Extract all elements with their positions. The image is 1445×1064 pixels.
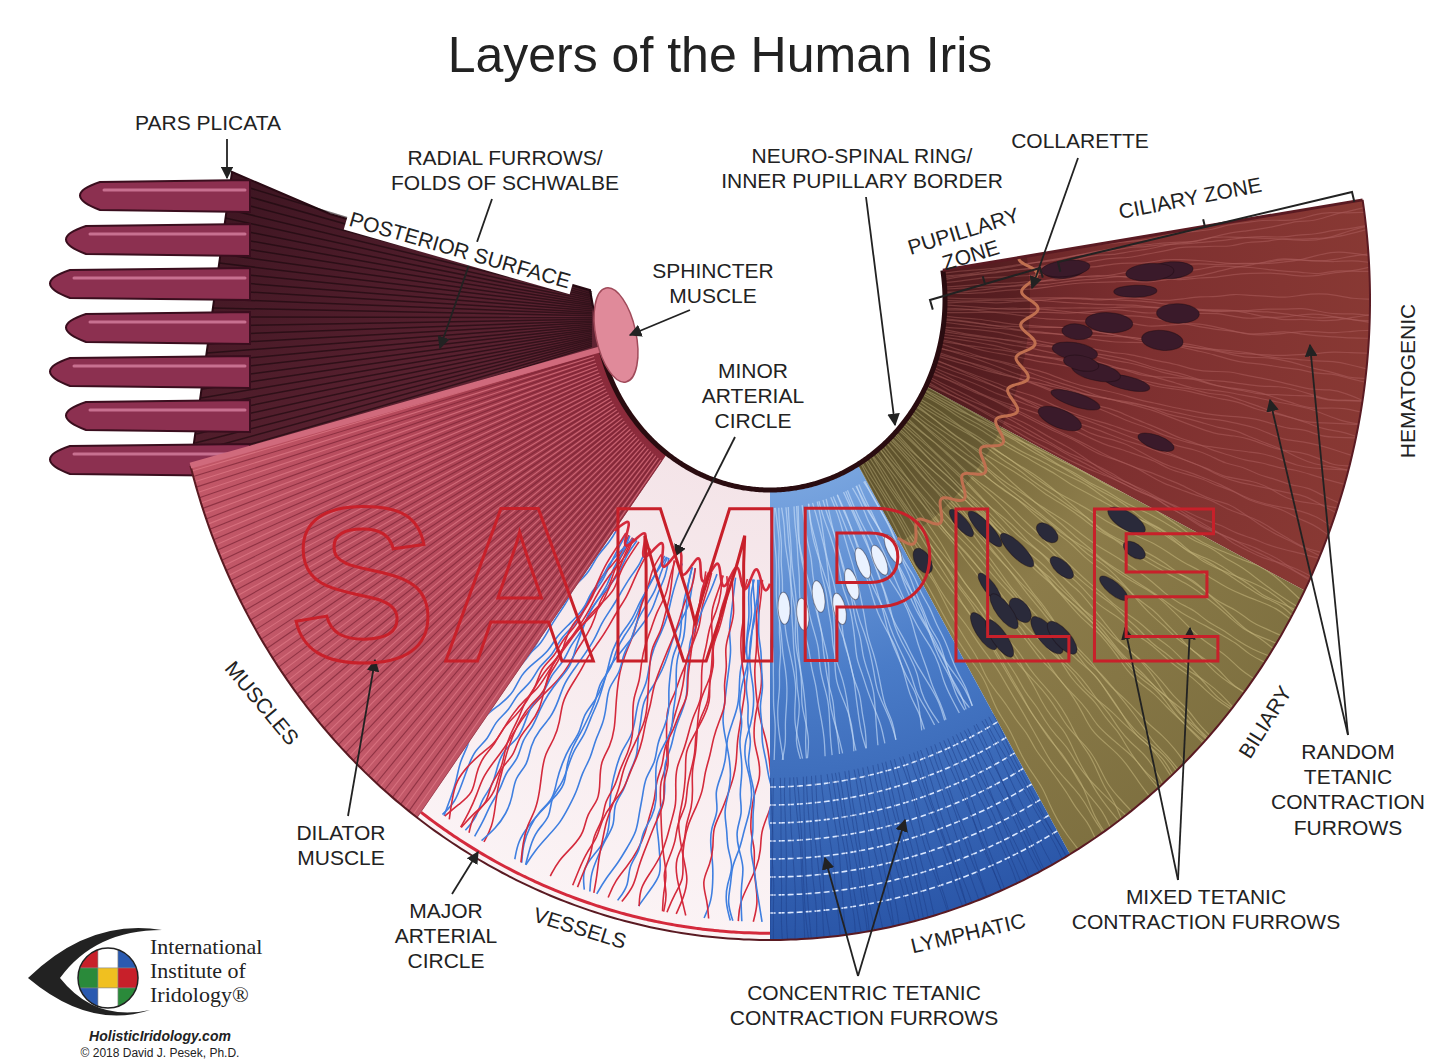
leader-line xyxy=(226,139,228,178)
logo-eye xyxy=(28,928,162,1016)
logo-text: Iridology® xyxy=(150,982,249,1008)
copyright: © 2018 David J. Pesek, Ph.D. xyxy=(81,1046,240,1060)
zone-label: HEMATOGENIC xyxy=(1395,304,1420,458)
part-label: COLLARETTE xyxy=(1011,128,1149,153)
part-label: PARS PLICATA xyxy=(135,110,281,135)
zone-label: BILIARY xyxy=(1233,681,1297,762)
cut-face xyxy=(190,349,601,465)
logo-text: International xyxy=(150,934,262,960)
leader-line xyxy=(440,199,492,348)
sphincter-muscle xyxy=(586,284,645,386)
zone-label: CILIARY ZONE xyxy=(1116,172,1263,224)
zone-label: LYMPHATIC xyxy=(908,908,1028,959)
part-label: MAJOR ARTERIAL CIRCLE xyxy=(393,898,500,974)
inner-pupillary-border xyxy=(601,270,945,490)
leader-line xyxy=(866,197,895,425)
zone-label: VESSELS xyxy=(531,902,630,954)
part-label: MIXED TETANIC CONTRACTION FURROWS xyxy=(1070,884,1343,934)
leader-line xyxy=(858,820,905,976)
leader-line xyxy=(452,852,478,894)
part-label: DILATOR MUSCLE xyxy=(294,820,388,870)
zone-label: PUPILLARY ZONE xyxy=(902,201,1031,284)
leader-line xyxy=(825,858,858,976)
part-label: NEURO-SPINAL RING/ INNER PUPILLARY BORDE… xyxy=(719,143,1006,193)
surface-label: POSTERIOR SURFACE xyxy=(344,206,577,295)
part-label: SPHINCTER MUSCLE xyxy=(650,258,776,308)
part-label: CONCENTRIC TETANIC CONTRACTION FURROWS xyxy=(728,980,1001,1030)
leader-line xyxy=(1310,345,1348,735)
leader-line xyxy=(630,310,690,335)
pars-plicata xyxy=(50,180,250,476)
part-label: RANDOM TETANIC CONTRACTION FURROWS xyxy=(1269,739,1427,840)
logo-text: Institute of xyxy=(150,958,246,984)
watermark: SAMPLE xyxy=(290,453,1231,717)
outer-edge xyxy=(190,200,1370,940)
part-label: RADIAL FURROWS/ FOLDS OF SCHWALBE xyxy=(389,145,621,195)
title: Layers of the Human Iris xyxy=(448,26,993,84)
website: HolisticIridology.com xyxy=(89,1028,231,1045)
part-label: MINOR ARTERIAL CIRCLE xyxy=(700,358,807,434)
